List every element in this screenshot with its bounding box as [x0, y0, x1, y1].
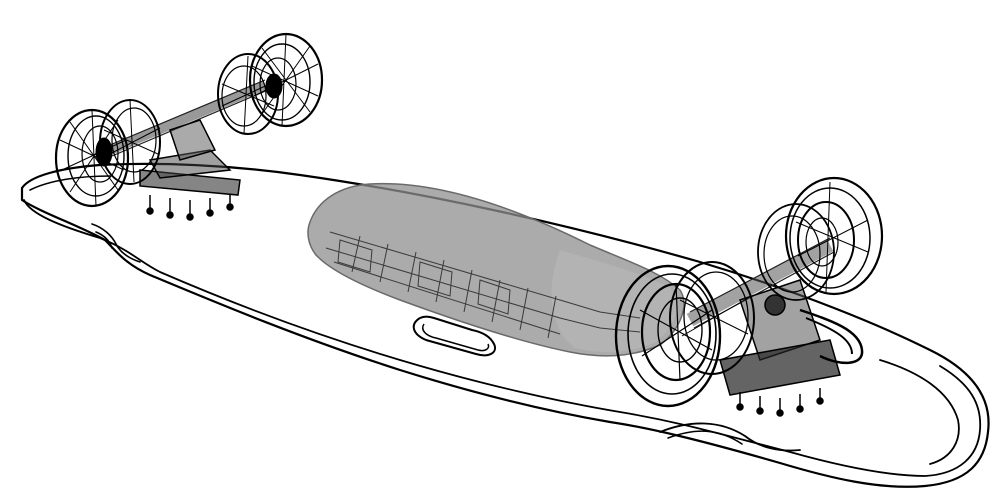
rear-left-wheel-inner [669, 261, 755, 375]
deck-nose-curve [29, 175, 111, 191]
front-baseplate [139, 119, 241, 221]
motor-cable [799, 308, 864, 364]
enclosure-internal-frame [325, 231, 641, 339]
deck-tail-curve [879, 359, 960, 465]
deck-bottom-edge [23, 199, 982, 477]
rear-left-wheel [614, 264, 722, 408]
rear-truck-assembly [614, 176, 884, 417]
front-left-wheel [54, 108, 130, 208]
deck-rail-rear-2 [667, 430, 743, 445]
rear-right-wheel [784, 176, 884, 296]
deck [20, 162, 990, 488]
enclosure-rear-light [551, 250, 678, 352]
front-truck-assembly [54, 32, 324, 221]
front-right-wheel-inner [217, 53, 279, 135]
deck-rail-front-2 [95, 231, 113, 249]
rear-axle [686, 238, 834, 327]
deck-top-edge [20, 162, 990, 488]
front-axle [108, 80, 267, 155]
deck-rail-front [91, 223, 141, 263]
deck-rail-rear [659, 422, 801, 452]
front-right-wheel [248, 32, 324, 128]
rear-right-wheel-inner [757, 203, 835, 301]
carry-handle-cutout [412, 315, 496, 357]
battery-enclosure [307, 182, 685, 357]
front-left-wheel-inner [99, 99, 161, 185]
